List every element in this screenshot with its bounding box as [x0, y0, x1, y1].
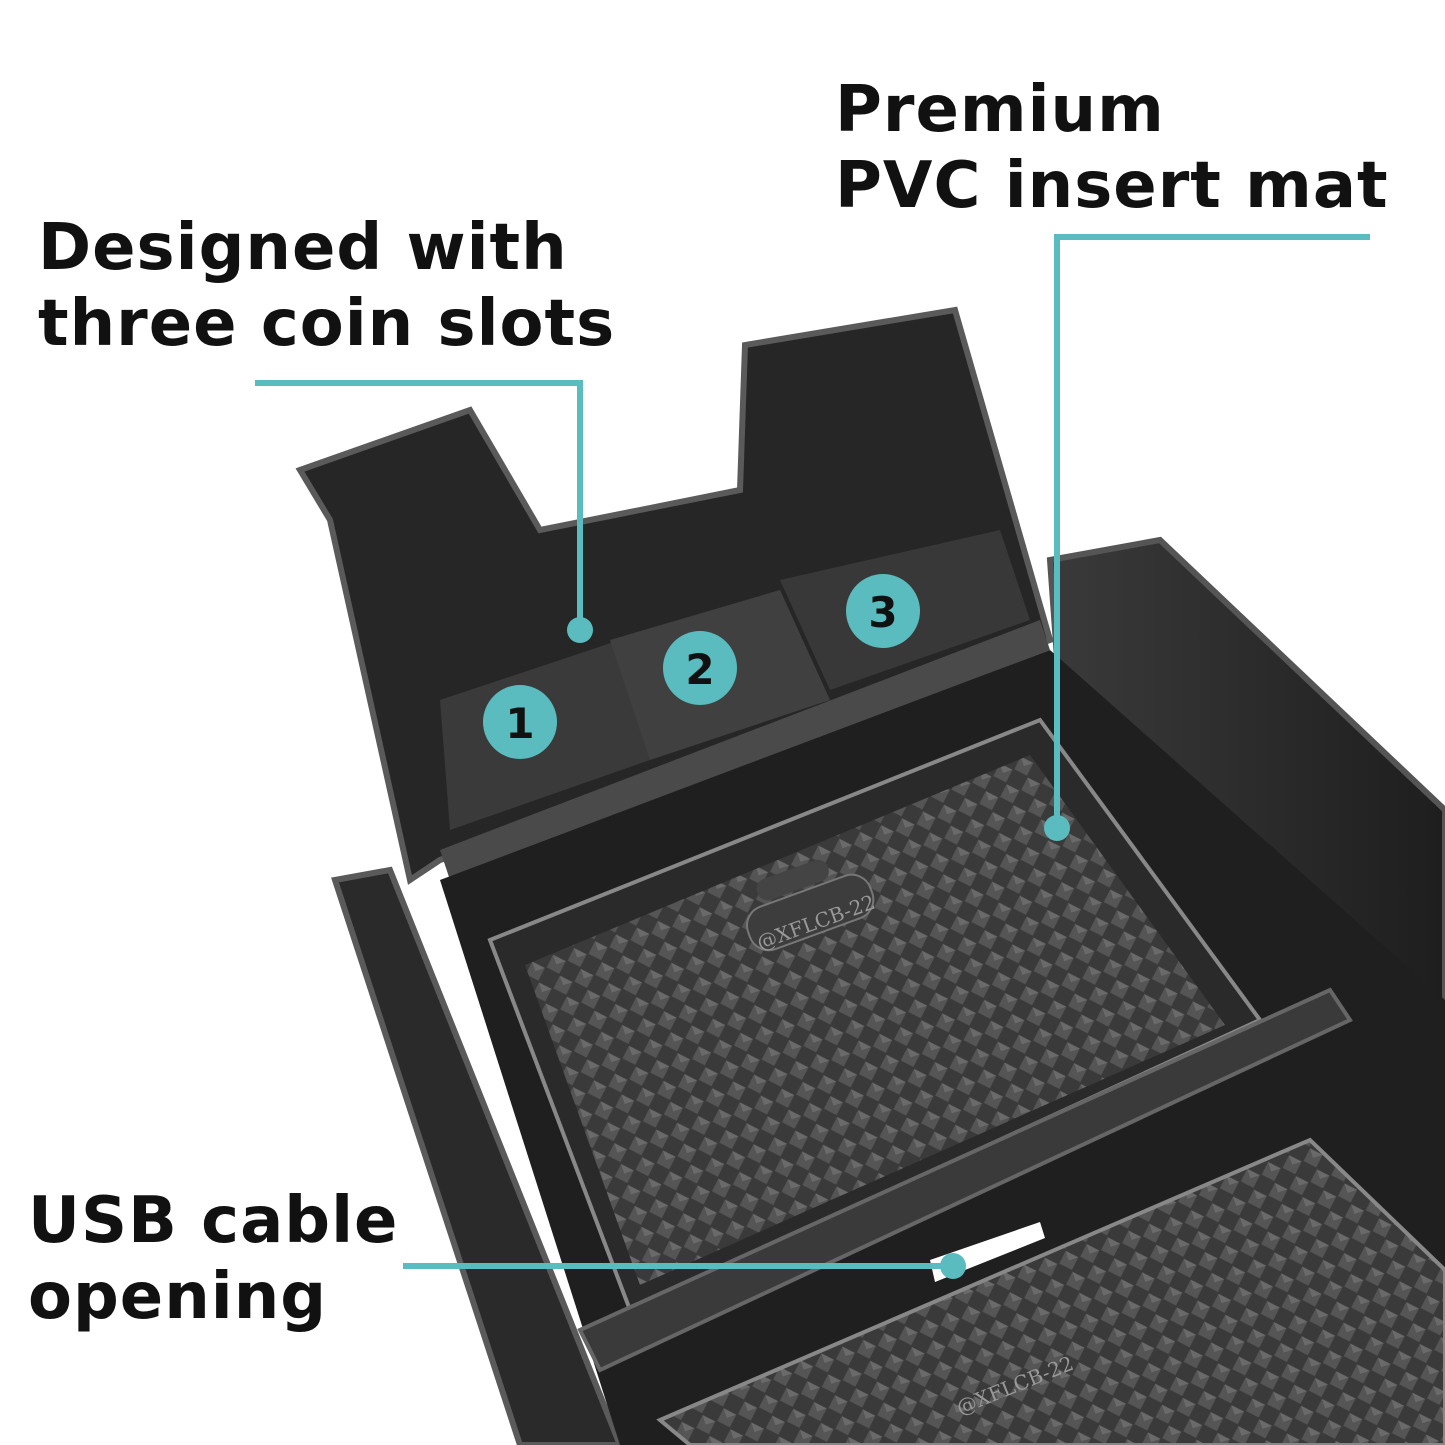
coin-callout-dot — [567, 617, 593, 643]
pvc-callout: Premium PVC insert mat — [835, 72, 1389, 224]
pvc-callout-dot — [1044, 815, 1070, 841]
slot-badge-2: 2 — [663, 631, 737, 705]
slot-badge-1: 1 — [483, 685, 557, 759]
callout-lines — [255, 234, 1370, 1269]
coin-callout-line1: Designed with — [38, 211, 568, 285]
usb-callout-dot — [940, 1253, 966, 1279]
usb-callout: USB cable opening — [28, 1183, 398, 1335]
usb-callout-line2: opening — [28, 1260, 328, 1334]
coin-callout-line2: three coin slots — [38, 287, 616, 361]
pvc-callout-line1: Premium — [835, 73, 1165, 147]
slot-badge-3: 3 — [846, 574, 920, 648]
usb-callout-line1: USB cable — [28, 1184, 399, 1258]
svg-text:1: 1 — [505, 699, 534, 748]
coin-callout: Designed with three coin slots — [38, 210, 615, 362]
svg-text:2: 2 — [685, 645, 714, 694]
pvc-callout-line2: PVC insert mat — [835, 149, 1389, 223]
svg-text:3: 3 — [868, 588, 897, 637]
